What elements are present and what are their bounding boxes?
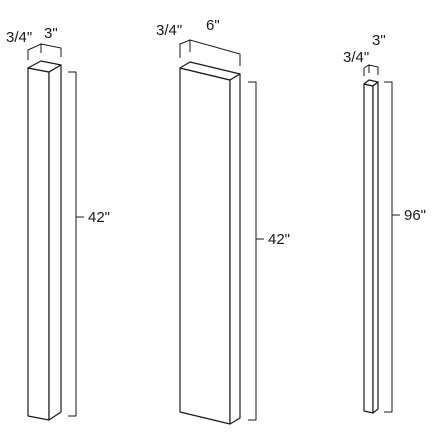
- panel-1-width-dimension: [40, 43, 62, 57]
- panel-2-width-dimension: [189, 39, 241, 66]
- panel-1-depth-dimension: [27, 43, 42, 60]
- panel-3-height-dimension: [384, 81, 400, 413]
- panel-2-depth-label: 3/4": [156, 22, 182, 39]
- panel-3-width-dimension: [368, 64, 379, 75]
- panel-2-height-dimension: [248, 81, 264, 421]
- panel-1-height-label: 42": [88, 209, 110, 226]
- panel-2-width-label: 6": [206, 17, 220, 34]
- panel-2-front-face: [179, 67, 231, 425]
- panel-1: 3/4" 3" 42": [6, 25, 110, 421]
- panel-3-side-face: [372, 81, 379, 414]
- panel-1-width-label: 3": [44, 25, 58, 42]
- panel-3-front-face: [363, 83, 374, 414]
- panel-2-depth-dimension: [179, 39, 191, 58]
- panel-1-depth-label: 3/4": [6, 29, 32, 46]
- panel-1-height-dimension: [68, 71, 84, 417]
- panel-2: 3/4" 6" 42": [156, 17, 290, 425]
- panel-3-width-label: 3": [372, 32, 386, 49]
- panel-3: 3/4" 3" 96": [343, 32, 426, 414]
- panel-3-depth-label: 3/4": [343, 49, 369, 66]
- panel-2-side-face: [229, 73, 241, 425]
- panel-1-side-face: [48, 64, 62, 421]
- panel-3-depth-dimension: [363, 64, 370, 76]
- panel-1-front-face: [27, 67, 50, 421]
- panel-3-height-label: 96": [404, 207, 426, 224]
- panel-2-height-label: 42": [268, 231, 290, 248]
